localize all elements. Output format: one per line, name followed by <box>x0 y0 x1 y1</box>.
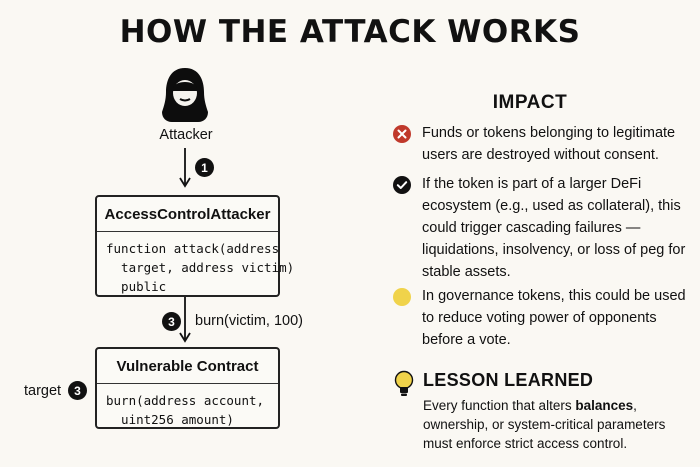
attacker-label: Attacker <box>159 127 213 143</box>
target-label: target <box>24 383 62 399</box>
check-circle-icon <box>393 176 411 194</box>
lesson-text-bold: balances <box>575 398 634 413</box>
impact-text-3: In governance tokens, this could be used… <box>422 288 686 348</box>
x-circle-icon <box>393 125 411 143</box>
attacker-contract-code: function attack(address target, address … <box>106 241 295 294</box>
lightbulb-icon <box>394 370 414 396</box>
lesson-text: Every function that alters balances, own… <box>423 396 693 453</box>
impact-text-2: If the token is part of a larger DeFi ec… <box>422 176 686 280</box>
impact-text-1: Funds or tokens belonging to legitimate … <box>422 125 676 163</box>
vulnerable-contract-name: Vulnerable Contract <box>97 349 278 384</box>
attacker-contract-box: AccessControlAttacker function attack(ad… <box>95 195 294 297</box>
lesson-heading: LESSON LEARNED <box>423 370 594 390</box>
page-title: HOW THE ATTACK WORKS <box>119 14 581 50</box>
step-badge-1: 1 <box>195 158 214 177</box>
step-badge-target: 3 <box>68 381 87 400</box>
lesson-text-start: Every function that alters <box>423 398 576 413</box>
vulnerable-contract-code: burn(address account, uint256 amount) <box>106 393 265 427</box>
step-badge-2: 3 <box>162 312 181 331</box>
yellow-dot-icon <box>393 288 411 306</box>
hacker-icon <box>162 68 208 122</box>
lesson-text-end: , ownership, or system-critical paramete… <box>423 398 666 451</box>
impact-heading: IMPACT <box>492 92 568 113</box>
call-label: burn(victim, 100) <box>195 313 303 329</box>
attacker-contract-name: AccessControlAttacker <box>97 197 278 232</box>
vulnerable-contract-box: Vulnerable Contract burn(address account… <box>95 347 280 429</box>
